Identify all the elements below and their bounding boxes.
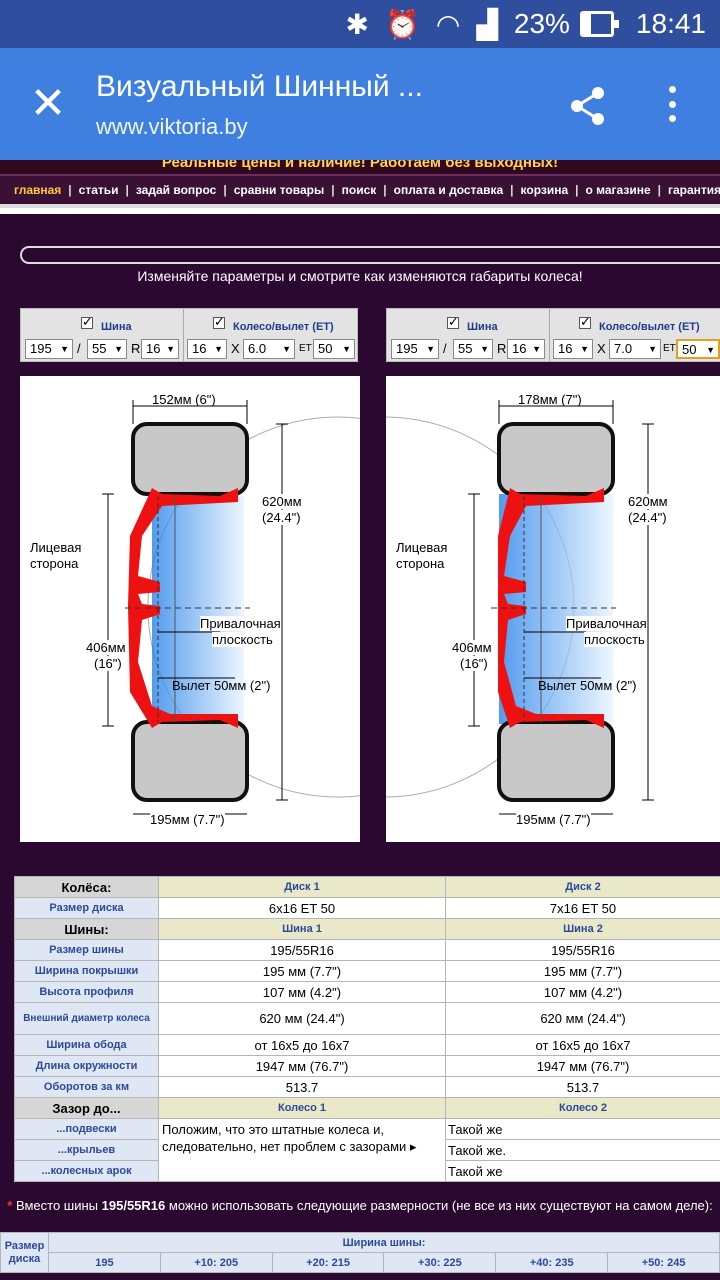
battery-percent: 23% xyxy=(513,8,570,39)
page-title: Визуальный Шинный ... xyxy=(96,70,423,103)
face2-label: Лицевая xyxy=(396,540,448,555)
tire1-label: Шина xyxy=(101,321,132,333)
nav-search[interactable]: поиск xyxy=(341,183,377,197)
page-url: www.viktoria.by xyxy=(96,114,248,139)
offset1-label: Вылет 50мм (2") xyxy=(172,678,271,693)
tire1-diameter-select[interactable]: 16 xyxy=(141,339,179,359)
share-icon[interactable] xyxy=(566,84,610,128)
table-row: ...колесных арок Такой же xyxy=(14,1160,720,1182)
browser-toolbar: ✕ Визуальный Шинный ... www.viktoria.by xyxy=(0,48,720,160)
tire2-diameter-select[interactable]: 16 xyxy=(507,339,545,359)
nav-payment[interactable]: оплата и доставка xyxy=(393,183,504,197)
nav-divider xyxy=(0,208,720,214)
gap-header: Зазор до... xyxy=(14,1097,159,1119)
rim2-width-select[interactable]: 7.0 xyxy=(609,339,661,359)
tire1-profile-select[interactable]: 55 xyxy=(87,339,127,359)
disk2-header: Диск 2 xyxy=(445,876,720,898)
rim2-width-label: 178мм (7") xyxy=(518,392,582,407)
calculator-subtitle: Изменяйте параметры и смотрите как измен… xyxy=(137,268,583,284)
nav-warranty[interactable]: гарантия xyxy=(668,183,720,197)
wheel1-controls: Шина Колесо/вылет (ET) 195 / 55 R 16 16 … xyxy=(20,308,358,362)
tire2-width-label: 195мм (7.7") xyxy=(516,812,591,827)
wheel2-label: Колесо/вылет (ET) xyxy=(599,321,700,333)
rim1-width-select[interactable]: 6.0 xyxy=(243,339,295,359)
tire2-checkbox[interactable] xyxy=(447,314,459,330)
outer2-diameter-label: 620мм xyxy=(628,494,668,509)
wheel2-controls: Шина Колесо/вылет (ET) 195 / 55 R 16 16 … xyxy=(386,308,720,362)
rim2-et-select[interactable]: 50 xyxy=(676,339,720,359)
tire2-label: Шина xyxy=(467,321,498,333)
outer1-diameter-label: 620мм xyxy=(262,494,302,509)
close-icon[interactable]: ✕ xyxy=(29,79,67,128)
comparison-table: Колёса: Диск 1 Диск 2 Размер диска 6x16 … xyxy=(14,876,720,1182)
status-bar: ✱ ⏰ ◠ ▟ 23% 18:41 xyxy=(0,0,720,48)
tire1-width-label: 195мм (7.7") xyxy=(150,812,225,827)
nav-compare[interactable]: сравни товары xyxy=(233,183,325,197)
wheel2-diagram: 178мм (7") 620мм (24.4") Лицевая сторона… xyxy=(386,376,720,842)
table-row: 195 +10: 205 +20: 215 +30: 225 +40: 235 … xyxy=(1,1252,720,1273)
mount2-label: Привалочная xyxy=(566,616,647,631)
slogan-banner: Реальные цены и наличие! Работаем без вы… xyxy=(0,160,720,174)
wheel1-diagram: 152мм (6") 620мм (24.4") Лицевая сторона… xyxy=(20,376,360,842)
clock: 18:41 xyxy=(635,8,706,39)
alternative-sizes-table: Размер диска Ширина шины: 195 +10: 205 +… xyxy=(0,1232,720,1273)
rim1-diameter-label: 406мм xyxy=(86,640,126,655)
nav-articles[interactable]: статьи xyxy=(78,183,119,197)
nav-home[interactable]: главная xyxy=(14,183,62,197)
wheels-header: Колёса: xyxy=(14,876,159,898)
site-nav: главная| статьи| задай вопрос| сравни то… xyxy=(0,174,720,208)
alternatives-note: * Вместо шины 195/55R16 можно использова… xyxy=(7,1198,713,1213)
tire1-width-select[interactable]: 195 xyxy=(25,339,73,359)
bluetooth-icon: ✱ xyxy=(345,8,370,40)
tire1-checkbox[interactable] xyxy=(81,314,93,330)
table-row: Шины: Шина 1 Шина 2 xyxy=(14,918,720,940)
rim2-diameter-label: 406мм xyxy=(452,640,492,655)
nav-cart[interactable]: корзина xyxy=(520,183,569,197)
tires-header: Шины: xyxy=(14,918,159,940)
alarm-icon: ⏰ xyxy=(385,8,420,40)
wheel2-checkbox[interactable] xyxy=(579,314,591,330)
wheel1-label: Колесо/вылет (ET) xyxy=(233,321,334,333)
face1-label: Лицевая xyxy=(30,540,82,555)
section-title: Шинно-дисковый калькулятор xyxy=(20,246,720,264)
disk1-header: Диск 1 xyxy=(158,876,446,898)
offset2-label: Вылет 50мм (2") xyxy=(538,678,637,693)
table-row: Размер диска 6x16 ET 50 7x16 ET 50 xyxy=(14,897,720,919)
rim2-diameter-select[interactable]: 16 xyxy=(553,339,593,359)
table-row: Зазор до... Колесо 1 Колесо 2 xyxy=(14,1097,720,1119)
tire-width-header: Ширина шины: xyxy=(48,1232,720,1253)
nav-ask[interactable]: задай вопрос xyxy=(135,183,217,197)
table-row: Колёса: Диск 1 Диск 2 xyxy=(14,876,720,898)
rim1-et-select[interactable]: 50 xyxy=(313,339,355,359)
rim1-diameter-select[interactable]: 16 xyxy=(187,339,227,359)
rim1-width-label: 152мм (6") xyxy=(152,392,216,407)
mount1-label: Привалочная xyxy=(200,616,281,631)
wheel1-checkbox[interactable] xyxy=(213,314,225,330)
nav-about[interactable]: о магазине xyxy=(585,183,651,197)
table-row: ...подвески Положим, что это штатные кол… xyxy=(14,1118,720,1182)
tire2-width-select[interactable]: 195 xyxy=(391,339,439,359)
tire2-profile-select[interactable]: 55 xyxy=(453,339,493,359)
gap-note: Положим, что это штатные колеса и, следо… xyxy=(158,1118,446,1182)
battery-icon xyxy=(579,11,619,37)
signal-icon: ▟ xyxy=(476,8,498,40)
table-row: Размер диска Ширина шины: xyxy=(0,1232,720,1273)
more-options-icon[interactable] xyxy=(660,82,684,126)
wifi-icon: ◠ xyxy=(435,8,461,40)
rim-size-header: Размер диска xyxy=(0,1232,49,1273)
